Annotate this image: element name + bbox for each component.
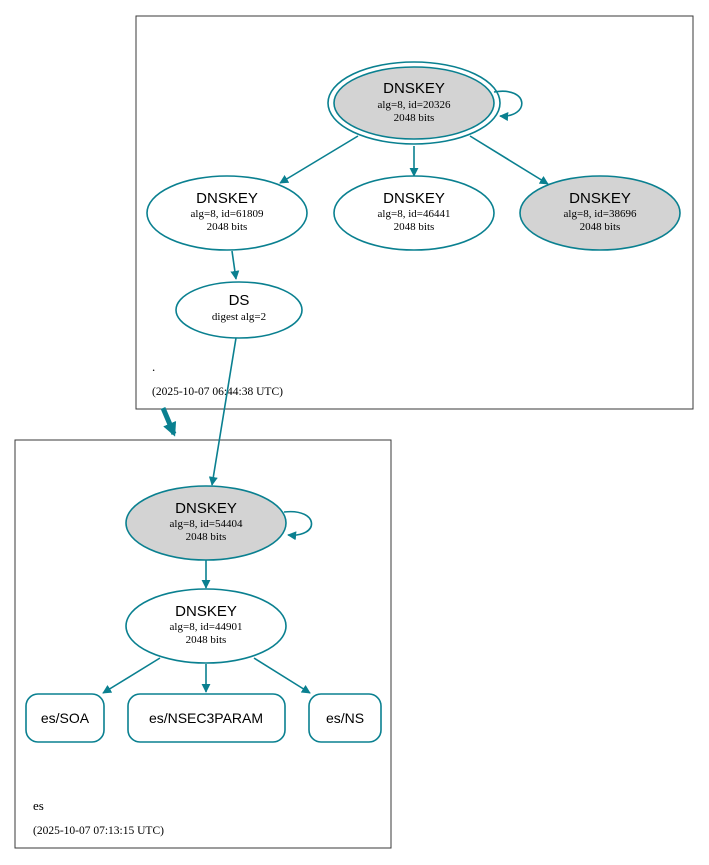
zone-root-cluster [135,15,694,410]
node-root-ksk: DNSKEY alg=8, id=20326 2048 bits [327,61,501,145]
rrset-ns-label: es/NS [326,710,364,726]
node-root-zsk3-title: DNSKEY [569,190,631,207]
node-root-zsk2-title: DNSKEY [383,190,445,207]
node-root-zsk1-id: alg=8, id=61809 [191,208,264,220]
node-root-zsk2-size: 2048 bits [394,221,435,233]
node-ds: DS digest alg=2 [175,281,303,339]
node-root-ksk-size: 2048 bits [394,112,435,124]
edge-ds-to-es-ksk [208,337,237,486]
zone-root-name: . [152,359,155,374]
edge-es-zsk-to-soa [102,657,161,694]
node-ds-title: DS [229,292,250,309]
node-es-ksk-size: 2048 bits [186,531,227,543]
edge-root-ksk-to-zsk3 [469,135,549,185]
node-es-ksk-id: alg=8, id=54404 [170,518,243,530]
edge-es-zsk-to-ns [253,657,311,694]
edge-root-ksk-self [493,90,523,122]
node-root-zsk1-title: DNSKEY [196,190,258,207]
node-root-zsk1-size: 2048 bits [207,221,248,233]
node-root-zsk3-size: 2048 bits [580,221,621,233]
edge-es-ksk-self [283,510,313,541]
node-root-zsk2-id: alg=8, id=46441 [378,208,451,220]
node-es-zsk-size: 2048 bits [186,634,227,646]
rrset-nsec3param-label: es/NSEC3PARAM [149,710,263,726]
rrset-nsec3param: es/NSEC3PARAM [127,693,286,743]
rrset-soa: es/SOA [25,693,105,743]
node-root-zsk-61809: DNSKEY alg=8, id=61809 2048 bits [146,175,308,251]
edge-zsk1-to-ds [230,250,240,280]
zone-es-cluster [14,439,392,849]
node-root-ksk-title: DNSKEY [383,80,445,97]
node-root-ksk-id: alg=8, id=20326 [378,99,451,111]
node-es-ksk-title: DNSKEY [175,500,237,517]
node-root-zsk-38696: DNSKEY alg=8, id=38696 2048 bits [519,175,681,251]
edge-delegation [160,407,177,437]
node-root-zsk3-id: alg=8, id=38696 [564,208,637,220]
edge-root-ksk-to-zsk1 [279,135,359,184]
zone-es-name: es [33,798,44,813]
zone-es-timestamp: (2025-10-07 07:13:15 UTC) [33,825,164,837]
zone-root-timestamp: (2025-10-07 06:44:38 UTC) [152,386,283,398]
node-es-zsk-id: alg=8, id=44901 [170,621,243,633]
rrset-soa-label: es/SOA [41,710,90,726]
node-ds-digest: digest alg=2 [212,311,266,323]
node-es-zsk-title: DNSKEY [175,603,237,620]
node-es-ksk: DNSKEY alg=8, id=54404 2048 bits [125,485,287,561]
node-root-zsk-46441: DNSKEY alg=8, id=46441 2048 bits [333,175,495,251]
node-es-zsk: DNSKEY alg=8, id=44901 2048 bits [125,588,287,664]
rrset-ns: es/NS [308,693,382,743]
